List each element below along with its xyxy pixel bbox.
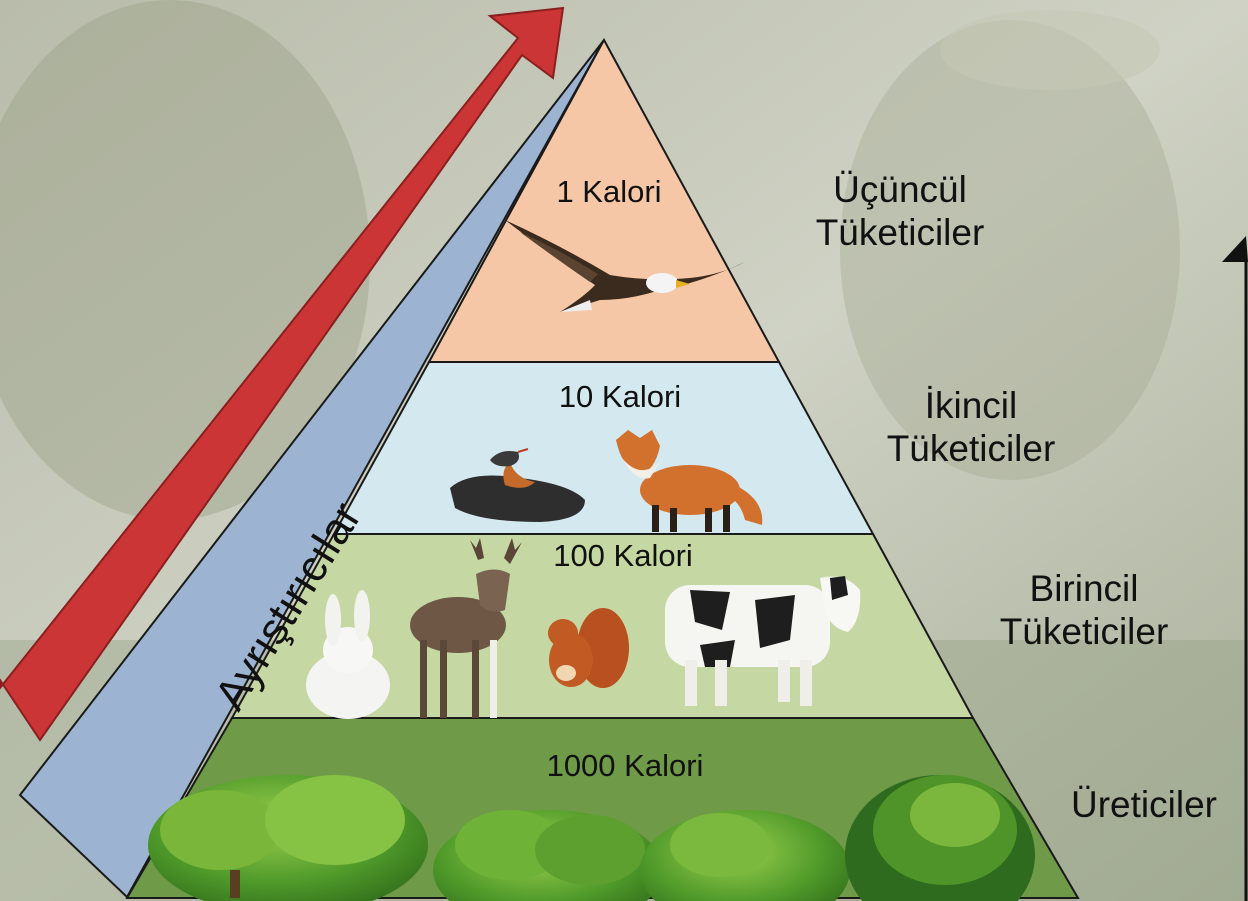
group-label-tertiary: Üçüncül Tüketiciler (770, 168, 1030, 255)
energy-label-tertiary: 1 Kalori (534, 176, 684, 207)
background-hat-blur (940, 10, 1160, 90)
group-label-producers: Üreticiler (1040, 783, 1248, 826)
group-label-primary: Birincil Tüketiciler (948, 567, 1220, 654)
group-label-secondary-line2: Tüketiciler (836, 427, 1106, 470)
group-label-primary-line1: Birincil (948, 567, 1220, 610)
group-label-primary-line2: Tüketiciler (948, 610, 1220, 653)
group-label-tertiary-line2: Tüketiciler (770, 211, 1030, 254)
energy-label-producers: 1000 Kalori (510, 750, 740, 781)
group-label-secondary-line1: İkincil (836, 384, 1106, 427)
energy-label-primary: 100 Kalori (523, 540, 723, 571)
group-label-secondary: İkincil Tüketiciler (836, 384, 1106, 471)
squirrel-icon (548, 608, 629, 688)
energy-label-secondary: 10 Kalori (520, 381, 720, 412)
group-label-tertiary-line1: Üçüncül (770, 168, 1030, 211)
